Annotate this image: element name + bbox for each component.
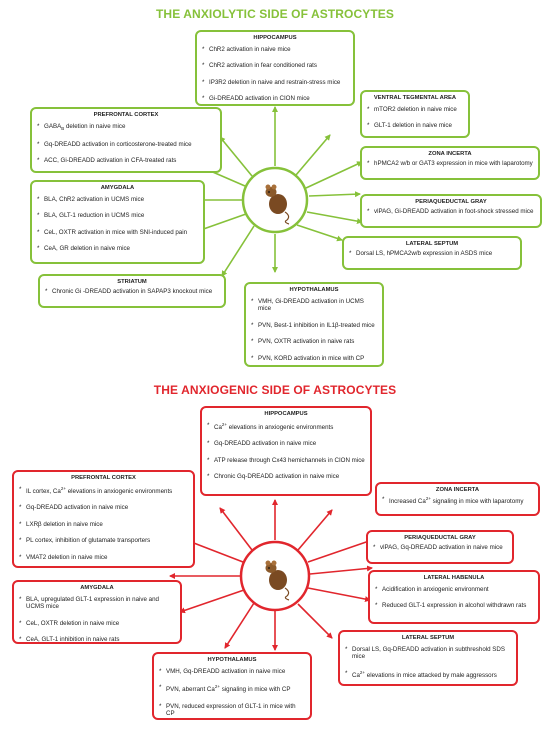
box-lateral-septum: LATERAL SEPTUM Dorsal LS, hPMCA2w/b expr… — [342, 236, 522, 270]
anxiogenic-hub — [239, 540, 311, 612]
list-item: Gq-DREADD activation in corticosterone-t… — [37, 141, 215, 149]
list-item: CeA, GR deletion in naive mice — [37, 245, 198, 253]
list-item: ATP release through Cx43 hemichannels in… — [207, 457, 365, 465]
list-item: PVN, reduced expression of GLT-1 in mice… — [159, 703, 305, 718]
box-periaqueductal-gray: PERIAQUEDUCTAL GRAY vlPAG, Gi-DREADD act… — [360, 194, 542, 228]
list-item: Gq-DREADD activation in naive mice — [207, 440, 365, 448]
list-item: GABAB deletion in naive mice — [37, 123, 215, 132]
box-hippocampus: HIPPOCAMPUS Ca2+ elevations in anxiogeni… — [200, 406, 372, 496]
list-item: Ca2+ elevations in anxiogenic environmen… — [207, 422, 365, 432]
box-prefrontal-cortex: PREFRONTAL CORTEX GABAB deletion in naiv… — [30, 107, 222, 173]
box-title: AMYGDALA — [100, 185, 135, 191]
box-title: HIPPOCAMPUS — [253, 35, 297, 41]
list-item: VMAT2 deletion in naive mice — [19, 554, 188, 562]
box-amygdala: AMYGDALA BLA, ChR2 activation in UCMS mi… — [30, 180, 205, 264]
list-item: BLA, ChR2 activation in UCMS mice — [37, 196, 198, 204]
box-title: PREFRONTAL CORTEX — [71, 475, 136, 481]
list-item: PL cortex, inhibition of glutamate trans… — [19, 537, 188, 545]
mouse-icon — [265, 184, 290, 225]
list-item: Dorsal LS, Gq-DREADD activation in subth… — [345, 646, 511, 661]
list-item: CeA, GLT-1 inhibition in naive rats — [19, 636, 175, 644]
box-title: STRIATUM — [117, 279, 147, 285]
anxiolytic-title: THE ANXIOLYTIC SIDE OF ASTROCYTES — [156, 7, 394, 21]
box-title: HYPOTHALAMUS — [289, 287, 339, 293]
mouse-icon — [265, 560, 290, 601]
list-item: Gq-DREADD activation in naive mice — [19, 504, 188, 512]
list-item: PVN, aberrant Ca2+ signaling in mice wit… — [159, 684, 305, 694]
list-item: CeL, OXTR deletion in naive mice — [19, 620, 175, 628]
box-ventral-tegmental-area: VENTRAL TEGMENTAL AREA mTOR2 deletion in… — [360, 90, 470, 138]
box-zona-incerta: ZONA INCERTA hPMCA2 w/b or GAT3 expressi… — [360, 146, 540, 180]
box-title: ZONA INCERTA — [428, 151, 472, 157]
box-title: PREFRONTAL CORTEX — [93, 112, 159, 118]
list-item: LXRβ deletion in naive mice — [19, 521, 188, 529]
list-item: VMH, Gq-DREADD activation in naive mice — [159, 668, 305, 676]
anxiogenic-arrows — [169, 499, 373, 651]
list-item: Dorsal LS, hPMCA2w/b expression in ASDS … — [349, 250, 515, 258]
box-title: VENTRAL TEGMENTAL AREA — [373, 95, 457, 101]
list-item: GLT-1 deletion in naive mice — [367, 122, 463, 130]
box-striatum: STRIATUM Chronic Gi -DREADD activation i… — [38, 274, 226, 308]
box-title: AMYGDALA — [80, 585, 114, 591]
box-periaqueductal-gray: PERIAQUEDUCTAL GRAY vlPAG, Gq-DREADD act… — [366, 530, 514, 564]
box-hippocampus: HIPPOCAMPUS ChR2 activation in naive mic… — [195, 30, 355, 106]
box-title: LATERAL SEPTUM — [401, 635, 455, 641]
list-item: vlPAG, Gi-DREADD activation in foot-shoc… — [367, 208, 535, 216]
box-lateral-septum: LATERAL SEPTUM Dorsal LS, Gq-DREADD acti… — [338, 630, 518, 686]
list-item: hPMCA2 w/b or GAT3 expression in mice wi… — [367, 160, 533, 168]
list-item: Ca2+ elevations in mice attacked by male… — [345, 670, 511, 680]
list-item: Reduced GLT-1 expression in alcohol with… — [375, 602, 533, 610]
box-title: HYPOTHALAMUS — [207, 657, 257, 663]
anxiogenic-title: THE ANXIOGENIC SIDE OF ASTROCYTES — [153, 383, 397, 397]
box-hypothalamus: HYPOTHALAMUS VMH, Gq-DREADD activation i… — [152, 652, 312, 720]
list-item: ChR2 activation in naive mice — [202, 46, 348, 54]
list-item: Chronic Gq-DREADD activation in naive mi… — [207, 473, 365, 481]
box-lateral-habenula: LATERAL HABENULA Acidification in anxiog… — [368, 570, 540, 624]
list-item: Gi-DREADD activation in CION mice — [202, 95, 348, 103]
box-zona-incerta: ZONA INCERTA Increased Ca2+ signaling in… — [375, 482, 540, 516]
box-title: HIPPOCAMPUS — [264, 411, 308, 417]
list-item: PVN, KORD activation in mice with CP — [251, 355, 377, 363]
list-item: vlPAG, Gq-DREADD activation in naive mic… — [373, 544, 507, 552]
list-item: PVN, OXTR activation in naive rats — [251, 338, 377, 346]
box-title: LATERAL SEPTUM — [405, 241, 459, 247]
list-item: CeL, OXTR activation in mice with SNI-in… — [37, 229, 198, 237]
list-item: mTOR2 deletion in naive mice — [367, 106, 463, 114]
box-amygdala: AMYGDALA BLA, upregulated GLT-1 expressi… — [12, 580, 182, 644]
list-item: Acidification in anxiogenic environment — [375, 586, 533, 594]
box-title: ZONA INCERTA — [435, 487, 480, 493]
box-title: PERIAQUEDUCTAL GRAY — [404, 535, 476, 541]
list-item: Increased Ca2+ signaling in mice with la… — [382, 496, 533, 506]
list-item: PVN, Best-1 inhibition in IL1β-treated m… — [251, 322, 377, 330]
list-item: ACC, Gi-DREADD activation in CFA-treated… — [37, 157, 215, 165]
list-item: IL cortex, Ca2+ elevations in anxiogenic… — [19, 486, 188, 496]
box-hypothalamus: HYPOTHALAMUS VMH, Gi-DREADD activation i… — [244, 282, 384, 367]
anxiolytic-hub — [241, 166, 309, 234]
list-item: BLA, upregulated GLT-1 expression in nai… — [19, 596, 175, 611]
list-item: VMH, Gi-DREADD activation in UCMS mice — [251, 298, 377, 313]
list-item: BLA, GLT-1 reduction in UCMS mice — [37, 212, 198, 220]
box-title: PERIAQUEDUCTAL GRAY — [415, 199, 487, 205]
list-item: IP3R2 deletion in naive and restrain-str… — [202, 79, 348, 87]
list-item: Chronic Gi -DREADD activation in SAPAP3 … — [45, 288, 219, 296]
box-prefrontal-cortex: PREFRONTAL CORTEX IL cortex, Ca2+ elevat… — [12, 470, 195, 568]
list-item: ChR2 activation in fear conditioned rats — [202, 62, 348, 70]
anxiolytic-arrows — [169, 106, 363, 277]
box-title: LATERAL HABENULA — [423, 575, 485, 581]
